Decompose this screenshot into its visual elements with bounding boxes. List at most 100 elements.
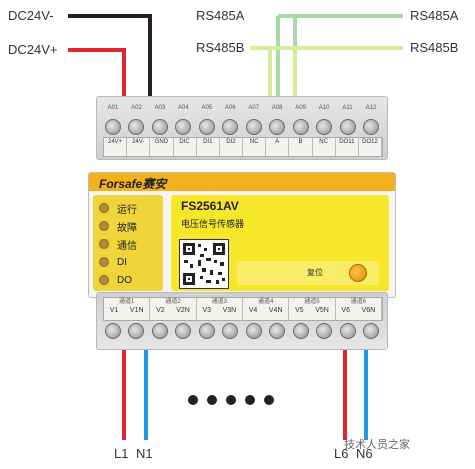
indicator-label: 故障 bbox=[117, 222, 137, 234]
screw-terminal-icon[interactable] bbox=[222, 323, 239, 339]
label-rs485b-right: RS485B bbox=[410, 40, 459, 55]
terminal-function-label: A bbox=[266, 138, 290, 156]
pin-label: V3N bbox=[222, 307, 237, 314]
terminal-label: A08 bbox=[271, 105, 283, 111]
screw-terminal-icon[interactable] bbox=[175, 119, 192, 135]
brand-bar: Forsafe赛安 bbox=[89, 173, 395, 191]
screw-terminal-icon[interactable] bbox=[105, 323, 121, 339]
screw-terminal-icon[interactable] bbox=[339, 323, 356, 339]
screw-terminal-icon[interactable] bbox=[105, 119, 121, 135]
indicator-row: 故障 bbox=[99, 219, 159, 234]
screw-terminal-icon[interactable] bbox=[316, 119, 333, 135]
channel-name: 通道6 bbox=[350, 299, 366, 305]
terminal-function-label: 24V- bbox=[127, 138, 151, 156]
terminal-label: A06 bbox=[224, 105, 236, 111]
channel-name: 通道5 bbox=[304, 299, 320, 305]
brand-logo: Forsafe赛安 bbox=[99, 177, 167, 191]
screw-terminal-icon[interactable] bbox=[362, 323, 379, 339]
led-icon bbox=[99, 239, 109, 249]
label-rs485a-right: RS485A bbox=[410, 8, 459, 23]
terminal-function-label: B bbox=[289, 138, 313, 156]
pin-label: V1 bbox=[109, 307, 119, 314]
terminal-label: A04 bbox=[178, 105, 189, 111]
screw-terminal-icon[interactable] bbox=[151, 119, 168, 135]
label-rs485a-left: RS485A bbox=[196, 8, 245, 23]
terminal-label: A10 bbox=[318, 105, 330, 111]
dc24v-minus-wire bbox=[68, 14, 152, 118]
terminal-label: A12 bbox=[365, 105, 377, 111]
terminal-label: A11 bbox=[342, 105, 353, 111]
led-icon bbox=[99, 275, 109, 285]
terminal-function-label: 24V+ bbox=[104, 138, 128, 156]
screw-terminal-icon[interactable] bbox=[316, 323, 333, 339]
ellipsis-dots bbox=[188, 395, 274, 405]
screw-terminal-icon[interactable] bbox=[269, 119, 286, 135]
terminal-function-label: DO12 bbox=[359, 138, 383, 156]
pin-label: V4N bbox=[268, 307, 283, 314]
screw-terminal-icon[interactable] bbox=[245, 119, 262, 135]
pin-label: V6 bbox=[341, 307, 350, 314]
dot-icon bbox=[245, 395, 255, 405]
terminal-label: A05 bbox=[201, 105, 213, 111]
screw-terminal-icon[interactable] bbox=[362, 119, 379, 135]
led-icon bbox=[99, 203, 109, 213]
indicator-label: 通信 bbox=[117, 240, 137, 252]
terminal-function-label: NC bbox=[313, 138, 336, 156]
reset-label: 复位 bbox=[307, 268, 323, 277]
model-subtitle: 电压信号传感器 bbox=[181, 219, 245, 229]
screw-terminal-icon[interactable] bbox=[245, 323, 262, 339]
pin-label: V5N bbox=[315, 307, 329, 314]
label-l6: L6 bbox=[334, 446, 349, 461]
pin-label: V6N bbox=[361, 307, 376, 314]
pin-label: V3 bbox=[202, 307, 211, 314]
led-icon bbox=[99, 257, 109, 267]
screw-terminal-icon[interactable] bbox=[198, 323, 215, 339]
terminal-label: A01 bbox=[107, 105, 119, 111]
screw-terminal-icon[interactable] bbox=[339, 119, 356, 135]
label-rs485b-left: RS485B bbox=[196, 40, 245, 55]
dot-icon bbox=[207, 395, 217, 405]
terminal-function-label: NC bbox=[243, 138, 267, 156]
channel-name: 通道3 bbox=[211, 299, 227, 305]
indicator-row: DI bbox=[99, 255, 159, 269]
pin-label: V4 bbox=[248, 307, 258, 314]
terminal-function-label: GND bbox=[150, 138, 174, 156]
screw-terminal-icon[interactable] bbox=[292, 323, 309, 339]
label-dc24v-minus: DC24V- bbox=[8, 8, 54, 23]
model-panel: FS2561AV 电压信号传感器 复位 bbox=[171, 195, 389, 291]
terminal-label: A09 bbox=[295, 105, 306, 111]
pin-label: V5 bbox=[295, 307, 304, 314]
model-number: FS2561AV bbox=[181, 199, 239, 213]
reset-button[interactable] bbox=[349, 264, 367, 282]
screw-terminal-icon[interactable] bbox=[128, 323, 145, 339]
pin-label: V2N bbox=[176, 307, 190, 314]
screw-terminal-icon[interactable] bbox=[292, 119, 309, 135]
channel-name: 通道1 bbox=[118, 299, 135, 305]
label-l1: L1 bbox=[114, 446, 129, 461]
reset-area: 复位 bbox=[237, 261, 379, 285]
screw-terminal-icon[interactable] bbox=[222, 119, 239, 135]
screw-terminal-icon[interactable] bbox=[198, 119, 215, 135]
terminal-function-label: DIC bbox=[174, 138, 197, 156]
terminal-function-label: DI1 bbox=[197, 138, 220, 156]
screw-terminal-icon[interactable] bbox=[269, 323, 286, 339]
dot-icon bbox=[226, 395, 236, 405]
screw-terminal-icon[interactable] bbox=[175, 323, 192, 339]
screw-terminal-icon[interactable] bbox=[128, 119, 145, 135]
watermark: 技术人员之家 bbox=[344, 439, 410, 451]
led-icon bbox=[99, 221, 109, 231]
pin-label: V1N bbox=[129, 307, 144, 314]
terminal-function-label: DI2 bbox=[220, 138, 244, 156]
screw-terminal-icon[interactable] bbox=[151, 323, 168, 339]
indicator-row: 运行 bbox=[99, 201, 159, 216]
label-dc24v-plus: DC24V+ bbox=[8, 42, 58, 57]
